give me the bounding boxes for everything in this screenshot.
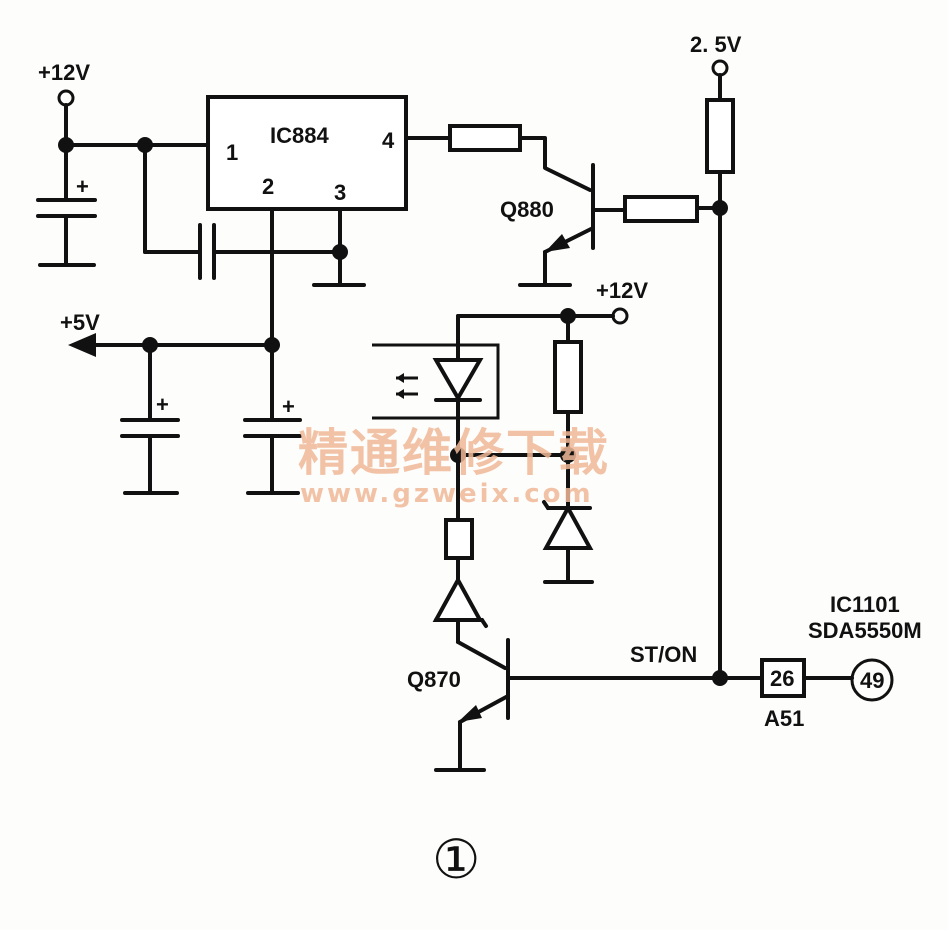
capacitor-c2	[143, 143, 342, 280]
zener-diode-z2	[432, 575, 507, 670]
label-q870: Q870	[407, 667, 461, 692]
ic884-pin1-label: 1	[226, 140, 238, 165]
ic884-pin2-label: 2	[262, 174, 274, 199]
node-pin3	[332, 244, 348, 260]
node-led	[450, 447, 466, 463]
pin49-label: 49	[860, 668, 884, 693]
supply-2v5-terminal	[711, 59, 729, 102]
resistor-r2	[623, 195, 699, 223]
ic884-label: IC884	[270, 123, 329, 148]
arrow-5v-out	[68, 333, 96, 357]
label-ic1101: IC1101	[830, 592, 900, 617]
resistor-r3	[705, 98, 735, 174]
pin26-label: 26	[770, 666, 794, 691]
label-5v: +5V	[60, 310, 100, 335]
zener-diode-z1	[542, 453, 594, 584]
label-st-on: ST/ON	[630, 642, 697, 667]
supply-12v-terminal-top	[57, 89, 75, 147]
label-a51: A51	[764, 706, 804, 731]
watermark-url: www.gzweix.com	[300, 479, 594, 509]
resistor-r1	[448, 124, 522, 152]
label-sda5550m: SDA5550M	[808, 618, 922, 643]
resistor-r4	[553, 340, 583, 414]
supply-12v-terminal-mid	[566, 307, 629, 325]
optocoupler	[372, 314, 500, 522]
ic884-pin4-label: 4	[382, 128, 395, 153]
transistor-q870	[434, 638, 722, 772]
label-q880: Q880	[500, 197, 554, 222]
transistor-q880	[518, 163, 627, 287]
label-12v-mid: +12V	[596, 278, 648, 303]
label-12v-top: +12V	[38, 60, 90, 85]
capacitor-c3	[120, 343, 180, 495]
node-q880-base	[712, 200, 728, 216]
label-2v5: 2. 5V	[690, 32, 742, 57]
ic884-chip	[206, 95, 408, 211]
cap-plus-c3: +	[156, 392, 169, 417]
ic1101-pin49-circle	[850, 658, 894, 702]
capacitor-c1	[36, 143, 97, 267]
watermark-chinese: 精通维修下载	[298, 424, 610, 482]
capacitor-c4	[243, 343, 302, 495]
figure-number: ①	[432, 828, 480, 891]
ic884-pin3-label: 3	[334, 180, 346, 205]
cap-plus-c4: +	[282, 394, 295, 419]
resistor-r5	[444, 518, 474, 560]
cap-plus-c1: +	[76, 174, 89, 199]
wire-to-q880-collector	[518, 136, 592, 192]
